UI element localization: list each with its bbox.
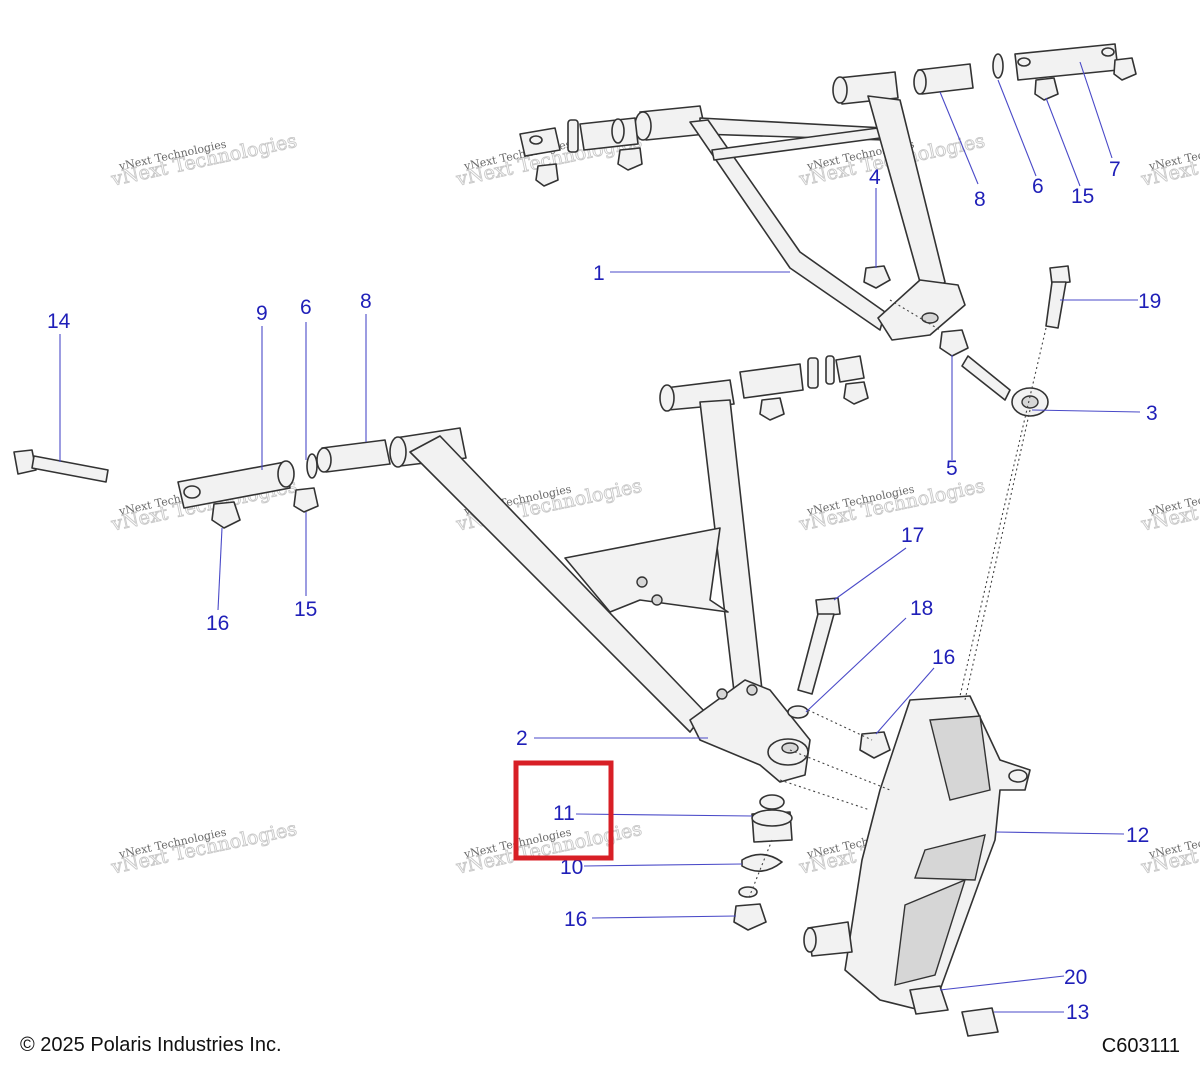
bolt-17 <box>797 597 841 695</box>
washer-18 <box>787 705 809 719</box>
nut-16-left <box>211 501 241 529</box>
bushing-8-lower <box>321 439 391 473</box>
nut-4 <box>863 265 891 289</box>
nut-16-lower <box>733 903 767 931</box>
sleeve-20 <box>909 985 949 1015</box>
upper-front-pivot-hardware <box>913 43 1137 101</box>
watermark: vNext Technologies vNext Technologies <box>1138 474 1200 536</box>
callout-15-lower[interactable]: 15 <box>294 598 317 621</box>
callout-13[interactable]: 13 <box>1066 1001 1089 1024</box>
washer-6-upper <box>992 53 1004 79</box>
bushing-13 <box>961 1007 999 1037</box>
watermark: vNext Technologies vNext Technologies <box>108 817 299 879</box>
nut-15-lower <box>293 487 319 513</box>
leader-lines <box>59 61 1141 1013</box>
callout-20[interactable]: 20 <box>1064 966 1087 989</box>
callout-5[interactable]: 5 <box>946 457 958 480</box>
watermark: vNext Technologies vNext Technologies <box>1138 129 1200 191</box>
callout-10[interactable]: 10 <box>560 856 583 879</box>
callout-19[interactable]: 19 <box>1138 290 1161 313</box>
upper-a-arm <box>634 71 966 341</box>
callout-4[interactable]: 4 <box>869 166 881 189</box>
callout-1[interactable]: 1 <box>593 262 605 285</box>
retaining-ring-10 <box>741 853 783 872</box>
figure-id: C603111 <box>1101 1035 1180 1057</box>
callout-14[interactable]: 14 <box>47 310 71 333</box>
callout-8-lower[interactable]: 8 <box>360 290 372 313</box>
callout-labels: 1 2 3 4 5 6 6 7 8 8 9 10 11 12 13 14 15 … <box>47 158 1161 1024</box>
lower-front-pivot-hardware <box>739 355 869 421</box>
tie-rod-end-3 <box>961 355 1049 417</box>
callout-16-lower[interactable]: 16 <box>564 908 587 931</box>
callout-6-lower[interactable]: 6 <box>300 296 312 319</box>
callout-16-knuckle[interactable]: 16 <box>932 646 955 669</box>
callout-highlight-box <box>513 760 614 861</box>
nut-16-knuckle <box>859 731 891 759</box>
watermark: vNext Technologies vNext Technologies <box>796 474 987 536</box>
spindle-knuckle-12 <box>803 695 1031 1011</box>
bolt-14-head <box>13 449 37 475</box>
callout-7[interactable]: 7 <box>1109 158 1121 181</box>
lower-a-arm <box>389 379 811 783</box>
callout-3[interactable]: 3 <box>1146 402 1158 425</box>
bolt-14-shank <box>31 455 109 483</box>
nut-5 <box>939 329 969 357</box>
callout-11[interactable]: 11 <box>553 802 575 825</box>
bolt-19 <box>1045 265 1071 329</box>
washer <box>738 886 758 898</box>
callout-9[interactable]: 9 <box>256 302 268 325</box>
watermark: vNext Technologies vNext Technologies <box>108 129 299 191</box>
pivot-9 <box>177 461 291 509</box>
callout-6-upper[interactable]: 6 <box>1032 175 1044 198</box>
washer-6-lower <box>306 453 318 479</box>
callout-18[interactable]: 18 <box>910 597 933 620</box>
nut-15-upper <box>1034 77 1059 101</box>
watermark: vNext Technologies vNext Technologies <box>453 817 644 879</box>
callout-12[interactable]: 12 <box>1126 824 1149 847</box>
ball-joint-11 <box>751 794 793 843</box>
callout-17[interactable]: 17 <box>901 524 924 547</box>
callout-16-left[interactable]: 16 <box>206 612 229 635</box>
lower-rear-pivot-hardware <box>13 439 391 529</box>
callout-15-upper[interactable]: 15 <box>1071 185 1094 208</box>
upper-rear-pivot-hardware <box>519 117 643 187</box>
copyright-text: © 2025 Polaris Industries Inc. <box>20 1034 282 1056</box>
assembly-lines <box>747 299 1047 901</box>
callout-2[interactable]: 2 <box>516 727 528 750</box>
watermark-layer: vNext Technologies vNext Technologies vN… <box>108 129 1200 879</box>
callout-8-upper[interactable]: 8 <box>974 188 986 211</box>
